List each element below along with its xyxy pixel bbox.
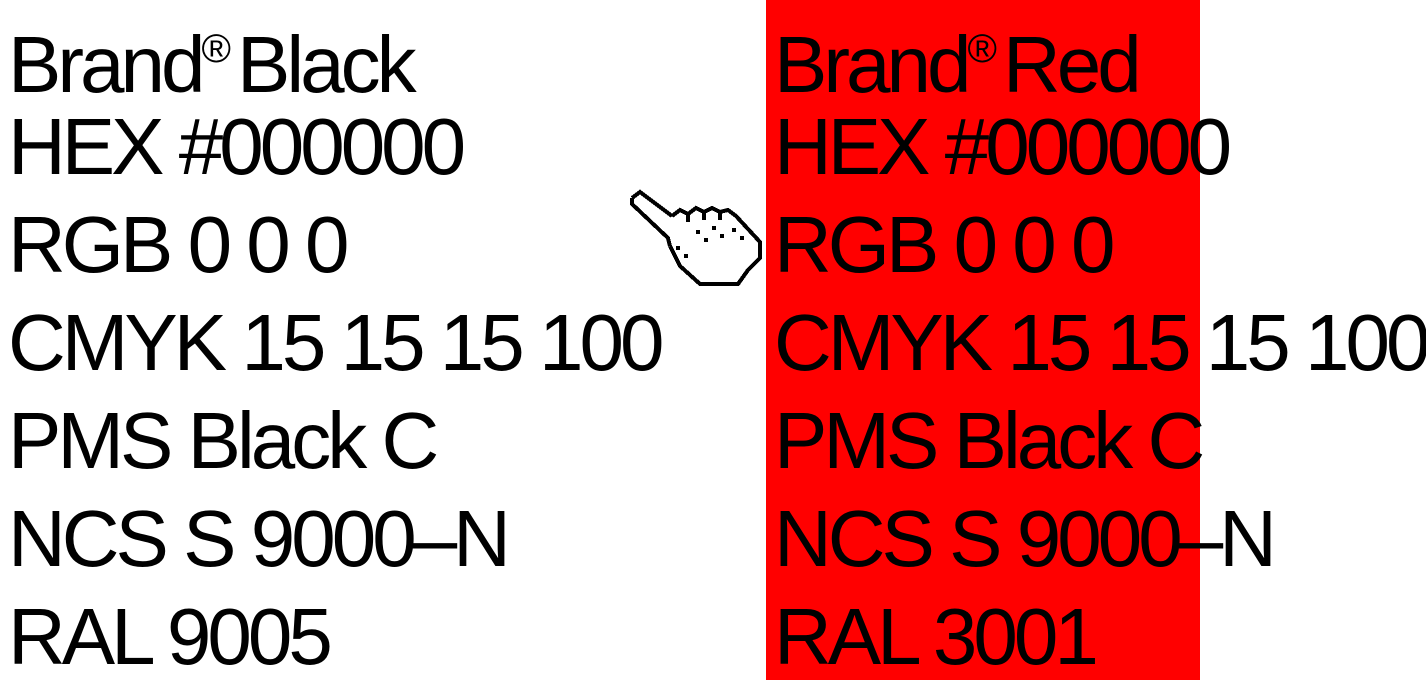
brand-red-panel: Brand®Red HEX #000000 RGB 0 0 0 CMYK 15 … (766, 0, 1426, 681)
cmyk-value: CMYK 15 15 15 100 (774, 298, 1426, 387)
ral-value: RAL 9005 (8, 592, 333, 681)
color-name: Red (1002, 20, 1142, 109)
brand-name: Brand (774, 20, 971, 109)
rgb-value: RGB 0 0 0 (774, 200, 1116, 289)
hex-value: HEX #000000 (8, 102, 466, 191)
brand-red-title: Brand®Red (774, 0, 1426, 109)
registered-mark: ® (967, 27, 997, 71)
color-name: Black (236, 20, 417, 109)
pointing-hand-cursor-icon (630, 189, 762, 286)
ral-value: RAL 3001 (774, 592, 1099, 681)
brand-black-panel: Brand®Black HEX #000000 RGB 0 0 0 CMYK 1… (8, 20, 665, 681)
brand-name: Brand (8, 20, 205, 109)
color-spec-stage: Brand®Black HEX #000000 RGB 0 0 0 CMYK 1… (8, 0, 1426, 681)
ncs-value: NCS S 9000–N (8, 494, 511, 583)
pms-value: PMS Black C (8, 396, 439, 485)
brand-black-spec-list: Brand®Black HEX #000000 RGB 0 0 0 CMYK 1… (8, 0, 664, 686)
hex-value: HEX #000000 (774, 102, 1232, 191)
rgb-value: RGB 0 0 0 (8, 200, 350, 289)
registered-mark: ® (201, 27, 231, 71)
pms-value: PMS Black C (774, 396, 1205, 485)
brand-black-title: Brand®Black (8, 0, 660, 109)
cmyk-value: CMYK 15 15 15 100 (8, 298, 664, 387)
ncs-value: NCS S 9000–N (774, 494, 1277, 583)
brand-red-spec-list: Brand®Red HEX #000000 RGB 0 0 0 CMYK 15 … (774, 0, 1426, 686)
